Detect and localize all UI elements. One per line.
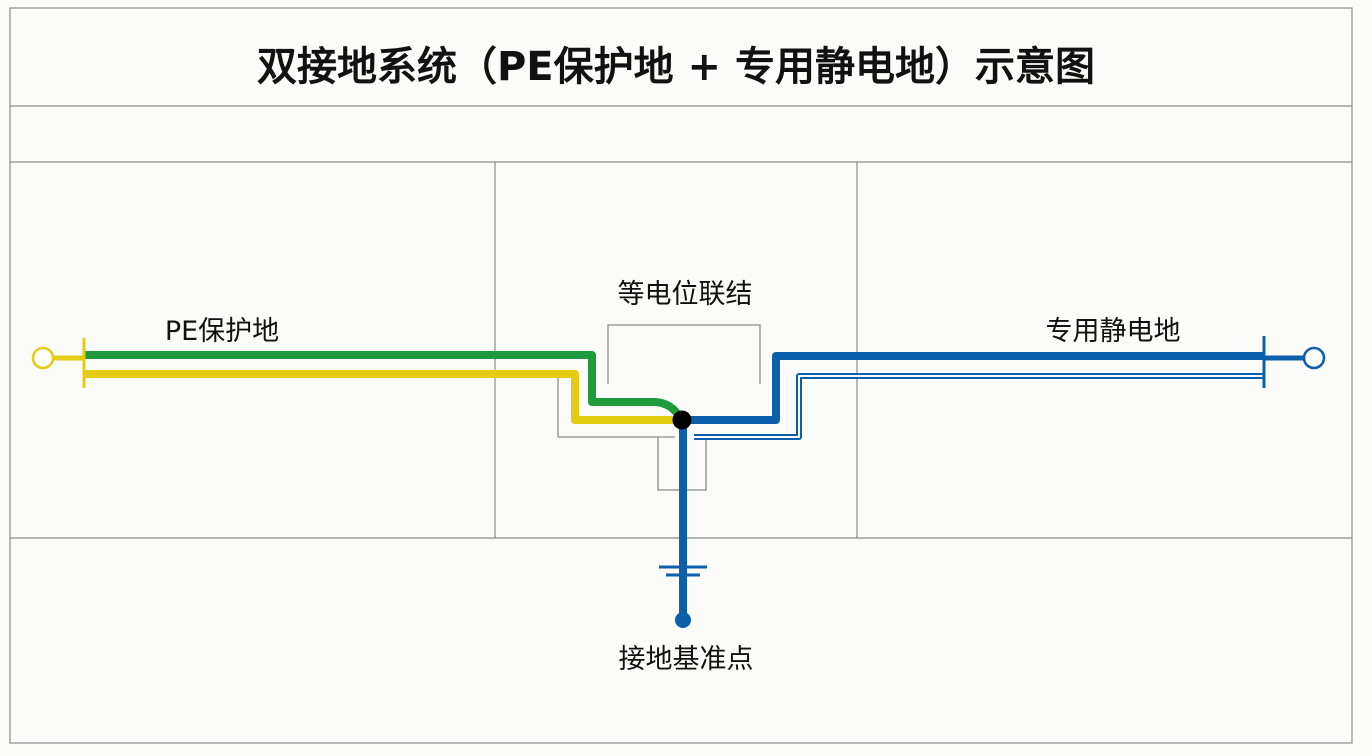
ground-reference-label: 接地基准点: [619, 644, 754, 675]
static-terminal-icon: [1302, 346, 1326, 370]
equipotential-bonding-label: 等电位联结: [618, 279, 753, 310]
pe-yellow-conductor: [84, 370, 680, 424]
static-thin-conductor-core: [694, 375, 1264, 438]
junction-node-icon: [672, 410, 692, 430]
pe-ground-label: PE保护地: [165, 316, 279, 347]
bonding-box-outline: [607, 324, 761, 384]
ground-reference-point-icon: [675, 612, 691, 628]
static-blue-conductor: [684, 352, 1264, 424]
enclosure-outlines: [557, 324, 761, 491]
static-ground-label: 专用静电地: [1046, 316, 1181, 347]
pe-green-conductor: [84, 351, 684, 421]
panel-grid: [9, 7, 1353, 744]
pe-terminal-icon: [31, 346, 55, 370]
left-trace-outline: [557, 376, 675, 438]
diagram-title: 双接地系统（PE保护地 + 专用静电地）示意图: [257, 44, 1095, 90]
outer-frame: [9, 7, 1353, 744]
